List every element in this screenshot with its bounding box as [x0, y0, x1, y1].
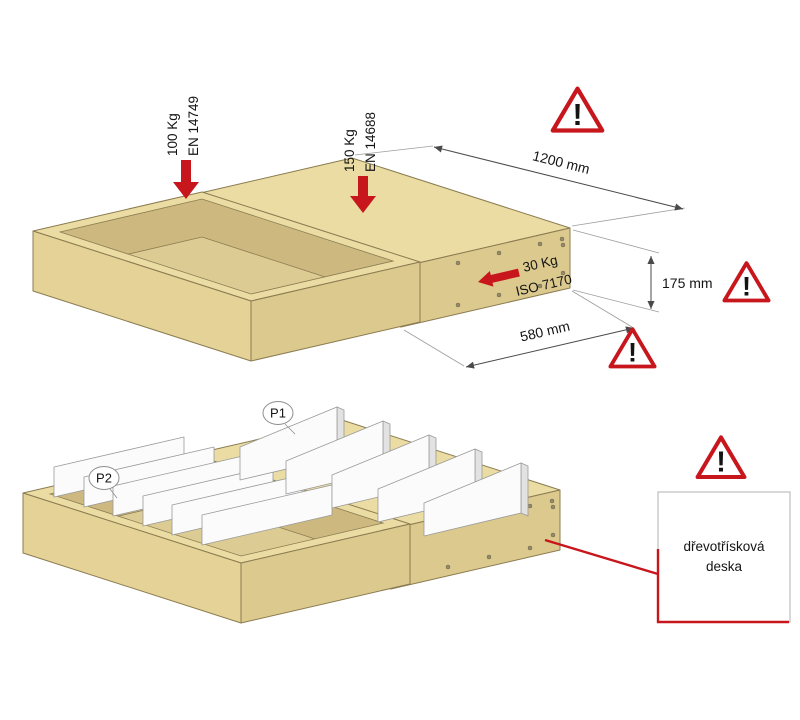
callout-line2: deska [706, 559, 743, 574]
label-load2-value: 150 Kg [342, 129, 357, 172]
warning-triangle-icon [553, 89, 602, 132]
warning-triangle-icon [722, 261, 771, 304]
part-label-p1: P1 [270, 406, 286, 421]
label-load1-value: 100 Kg [165, 113, 180, 156]
callout-box [657, 491, 791, 623]
divider-panels-p2 [53, 436, 333, 546]
drawer-unit-top-illustration [33, 158, 570, 361]
load-arrow-down-icon [350, 176, 376, 213]
load-arrow-down-icon [173, 160, 199, 199]
part-marker-p2: P2 [88, 466, 120, 499]
warning-triangle-icon [608, 327, 657, 370]
dimension-height: 175 mm [572, 229, 713, 313]
label-load2-standard: EN 14688 [363, 112, 378, 172]
load-arrow-left-icon [478, 268, 520, 287]
part-label-p2: P2 [96, 471, 112, 486]
warning-triangle-icon [698, 437, 745, 478]
divider-wedge [423, 462, 522, 537]
dim-length-label: 1200 mm [531, 147, 591, 177]
load-annotation-150kg: 150 Kg EN 14688 [342, 112, 378, 213]
callout-line1: dřevotřísková [683, 539, 765, 554]
dim-depth-label: 580 mm [518, 318, 571, 345]
label-load1-standard: EN 14749 [186, 96, 201, 156]
load-annotation-100kg: 100 Kg EN 14749 [165, 96, 201, 199]
part-marker-p1: P1 [262, 401, 296, 435]
dim-height-label: 175 mm [662, 275, 713, 291]
callout-chipboard: dřevotřísková deska [544, 491, 791, 624]
divider-wedges-p1 [239, 406, 529, 537]
